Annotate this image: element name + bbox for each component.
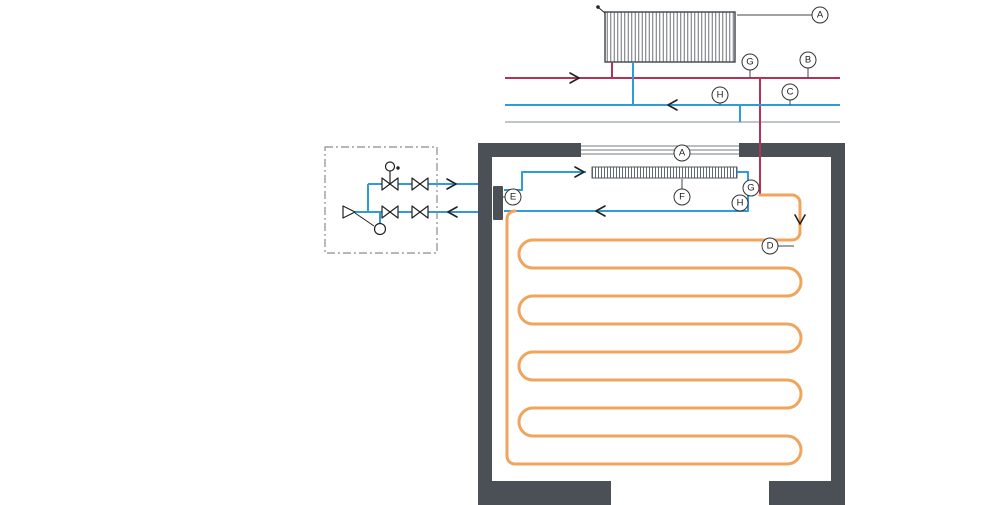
label-room-h: H xyxy=(731,194,749,212)
svg-text:E: E xyxy=(510,192,516,203)
shutoff-valve-supply-icon xyxy=(411,177,429,191)
shutoff-valve-return-icon xyxy=(411,205,429,219)
arrow-down-icon xyxy=(794,214,806,225)
svg-text:H: H xyxy=(737,198,744,209)
wall-top-right xyxy=(739,143,845,157)
mixing-valve-icon xyxy=(381,161,400,191)
manifold-e-block xyxy=(493,186,503,220)
floor-heating-coil xyxy=(505,193,803,466)
svg-text:C: C xyxy=(787,87,794,98)
wall-bottom-right xyxy=(769,481,845,505)
wall-left xyxy=(478,143,492,505)
label-leaders xyxy=(502,14,812,247)
thermostat-icon xyxy=(373,222,387,236)
balancing-valve-return-icon xyxy=(381,205,399,219)
check-valve-icon xyxy=(342,205,356,219)
return-pipes xyxy=(352,62,840,224)
label-room-f: F xyxy=(673,188,691,206)
svg-text:B: B xyxy=(805,55,811,66)
label-upper-c: C xyxy=(781,83,799,101)
vent-valve-icon xyxy=(596,5,600,9)
svg-text:G: G xyxy=(747,183,754,194)
flow-arrows xyxy=(446,72,806,225)
wall-right xyxy=(831,143,845,505)
wall-bottom-left xyxy=(478,481,611,505)
upper-radiator xyxy=(596,5,736,63)
svg-text:A: A xyxy=(817,10,824,21)
label-upper-g: G xyxy=(741,53,759,71)
room-walls xyxy=(478,143,845,505)
window-band xyxy=(581,145,739,155)
arrow-left-icon xyxy=(667,99,678,111)
label-upper-h: H xyxy=(711,86,729,104)
svg-text:F: F xyxy=(679,192,685,203)
label-room-a: A xyxy=(673,144,691,162)
room-radiator xyxy=(591,166,738,179)
arrow-right-icon xyxy=(574,166,585,178)
svg-text:D: D xyxy=(767,241,774,252)
arrow-right-icon xyxy=(569,72,580,84)
flow-pipes xyxy=(505,62,840,195)
wall-top-left xyxy=(478,143,581,157)
arrow-right-icon xyxy=(446,178,457,190)
svg-text:H: H xyxy=(717,90,724,101)
label-upper-a: A xyxy=(811,6,829,24)
label-upper-b: B xyxy=(799,51,817,69)
arrow-left-icon xyxy=(447,206,458,218)
label-chips: A G B C H A E F xyxy=(504,6,829,255)
arrow-left-icon xyxy=(595,205,606,217)
actuator-dot-icon xyxy=(396,166,400,170)
label-room-e: E xyxy=(504,188,522,206)
svg-text:G: G xyxy=(746,57,753,68)
mixing-unit-boundary xyxy=(324,146,438,254)
sensor-link xyxy=(354,212,375,227)
mixing-unit xyxy=(324,146,438,254)
label-room-d: D xyxy=(761,237,779,255)
svg-text:A: A xyxy=(679,148,686,159)
label-room-g: G xyxy=(742,179,760,197)
